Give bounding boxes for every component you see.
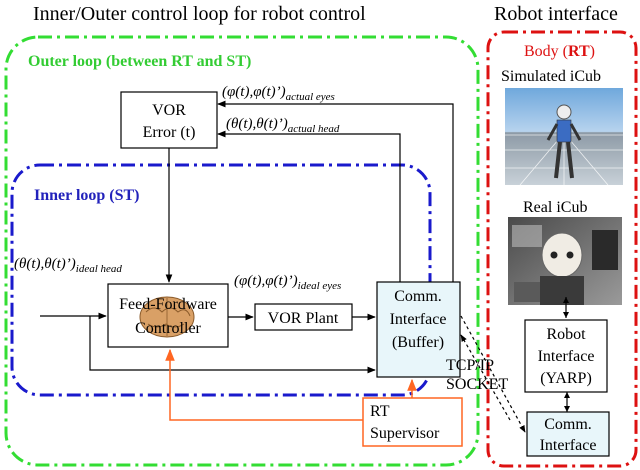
supervisor-connections bbox=[165, 348, 417, 421]
real-icub-label: Real iCub bbox=[523, 199, 587, 216]
svg-text:(Buffer): (Buffer) bbox=[392, 334, 444, 351]
svg-text:Interface: Interface bbox=[390, 311, 447, 328]
svg-text:Robot: Robot bbox=[546, 326, 586, 343]
real-icub-image bbox=[508, 217, 622, 305]
comm-buffer-block: Comm. Interface (Buffer) bbox=[376, 281, 461, 378]
tcp-socket-label-line2: SOCKET bbox=[446, 376, 508, 393]
svg-text:Comm.: Comm. bbox=[394, 288, 442, 305]
signal-actual-head: (θ(t),θ(t)’)actual head bbox=[226, 116, 340, 135]
simulated-icub-label: Simulated iCub bbox=[501, 68, 601, 85]
inner-loop-label: Inner loop (ST) bbox=[34, 187, 140, 204]
left-title: Inner/Outer control loop for robot contr… bbox=[33, 3, 366, 25]
robot-interface-block: Robot Interface (YARP) bbox=[524, 319, 608, 393]
right-title: Robot interface bbox=[494, 3, 618, 25]
signal-actual-eyes: (φ(t),φ(t)’)actual eyes bbox=[222, 84, 335, 103]
tcp-socket-label: TCP/IP bbox=[446, 357, 494, 374]
svg-text:Comm.: Comm. bbox=[544, 416, 592, 433]
svg-text:RT: RT bbox=[370, 403, 390, 420]
svg-text:VOR: VOR bbox=[152, 102, 186, 119]
signal-ideal-eyes: (φ(t),φ(t)’)ideal eyes bbox=[234, 273, 341, 292]
brain-icon bbox=[139, 296, 195, 338]
vor-plant-block: VOR Plant bbox=[254, 303, 353, 331]
svg-text:Interface: Interface bbox=[540, 437, 597, 454]
feedforward-controller-block: Feed-Fordware Controller bbox=[107, 283, 229, 348]
rt-supervisor-block: RT Supervisor bbox=[362, 397, 463, 447]
comm-interface-block: Comm. Interface bbox=[526, 411, 610, 457]
svg-text:Feed-Fordware: Feed-Fordware bbox=[119, 296, 217, 313]
inner-loop-boundary bbox=[10, 163, 432, 397]
svg-text:VOR Plant: VOR Plant bbox=[268, 310, 339, 327]
svg-text:Controller: Controller bbox=[135, 320, 201, 337]
outer-loop-boundary bbox=[4, 35, 480, 467]
svg-text:Interface: Interface bbox=[538, 348, 595, 365]
svg-text:(YARP): (YARP) bbox=[540, 370, 592, 387]
body-label: Body (RT) bbox=[524, 43, 595, 60]
signal-connections bbox=[40, 100, 570, 412]
tcp-dotted-links bbox=[460, 315, 526, 433]
robot-body-boundary bbox=[486, 30, 638, 468]
vor-error-block: VOR Error (t) bbox=[120, 91, 218, 149]
simulated-icub-image bbox=[505, 88, 623, 186]
svg-text:Error (t): Error (t) bbox=[143, 124, 196, 141]
svg-text:Supervisor: Supervisor bbox=[370, 425, 440, 442]
signal-ideal-head: (θ(t),θ(t)’)ideal head bbox=[14, 256, 122, 275]
outer-loop-label: Outer loop (between RT and ST) bbox=[28, 53, 251, 70]
